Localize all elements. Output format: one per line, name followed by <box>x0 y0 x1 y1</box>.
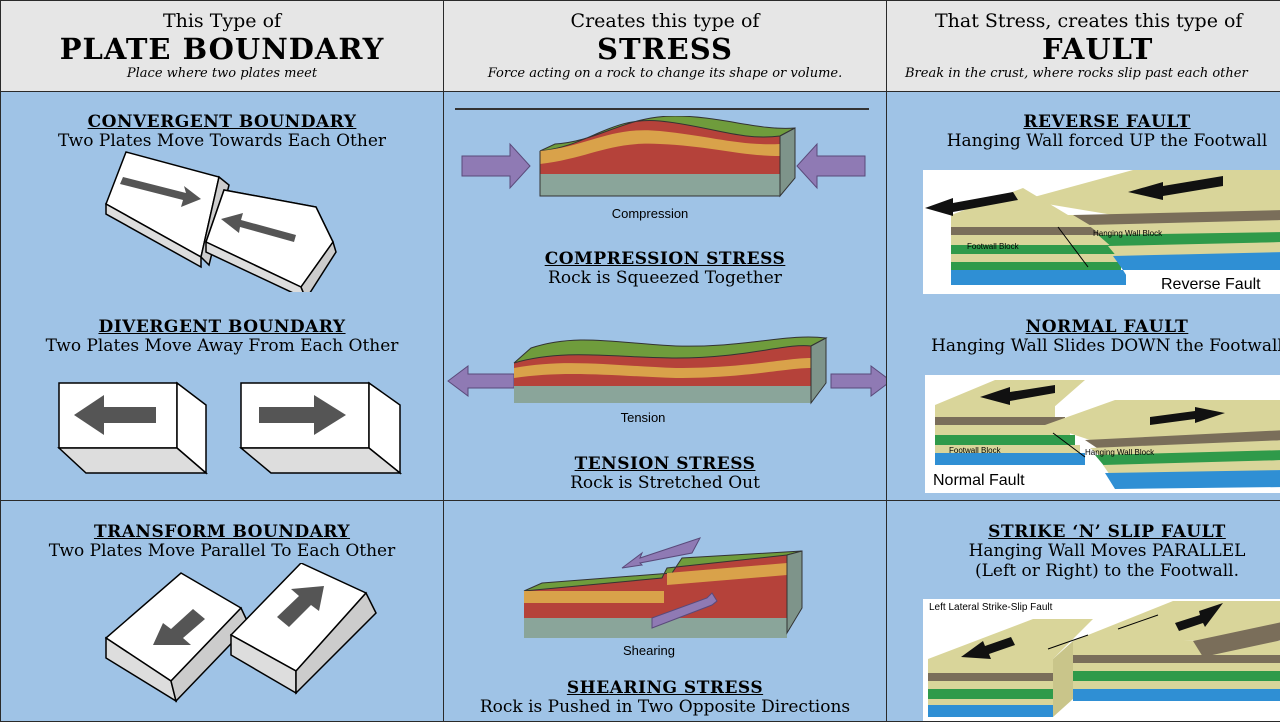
normal-fault-image-label: Normal Fault <box>933 472 1025 489</box>
divergent-blocks-illustration <box>57 381 403 475</box>
pull-arrow-left-icon <box>447 365 515 397</box>
normal-fault-title: NORMAL FAULT <box>1025 317 1189 337</box>
header-small: This Type of <box>162 10 282 32</box>
shear-arrow-bottom-icon <box>651 592 718 629</box>
header-big: PLATE BOUNDARY <box>59 32 385 66</box>
strike-slip-right-block <box>1073 601 1280 701</box>
strike-slip-arrow-down-icon <box>961 637 1015 659</box>
reverse-hanging-wall-label: Hanging Wall Block <box>1093 229 1163 238</box>
header-definition: Place where two plates meet <box>126 66 318 81</box>
divergent-desc: Two Plates Move Away From Each Other <box>45 336 399 356</box>
right-block <box>205 189 337 292</box>
compression-illustration: Compression <box>461 116 866 221</box>
normal-footwall-block <box>935 380 1085 465</box>
divergent-title: DIVERGENT BOUNDARY <box>98 317 346 337</box>
header-definition: Break in the crust, where rocks slip pas… <box>905 66 1248 81</box>
fault-cell-bottom: STRIKE ‘N’ SLIP FAULT Hanging Wall Moves… <box>886 500 1280 722</box>
shearing-rock-block <box>523 550 803 638</box>
header-stress: Creates this type of STRESS Force acting… <box>443 0 887 92</box>
strike-slip-motion-left <box>1047 634 1089 650</box>
strike-slip-arrow-up-icon <box>1175 603 1223 631</box>
fault-cell-top: REVERSE FAULT Hanging Wall forced UP the… <box>886 91 1280 501</box>
normal-hanging-wall-label: Hanging Wall Block <box>1085 448 1155 457</box>
header-plate-boundary: This Type of PLATE BOUNDARY Place where … <box>0 0 444 92</box>
normal-slip-indicator <box>1052 432 1086 458</box>
transform-desc: Two Plates Move Parallel To Each Other <box>48 541 396 561</box>
reverse-fault-image-label: Reverse Fault <box>1161 276 1261 293</box>
tension-rock-block <box>513 336 828 405</box>
reverse-slip-indicator <box>1057 226 1089 268</box>
header-small: Creates this type of <box>570 10 760 32</box>
normal-fault-desc: Hanging Wall Slides DOWN the Footwall <box>931 336 1280 356</box>
shearing-image-label: Shearing <box>623 643 675 658</box>
normal-footwall-label: Footwall Block <box>949 446 1002 455</box>
reverse-fault-title: REVERSE FAULT <box>1023 112 1191 132</box>
header-big: FAULT <box>1042 32 1154 66</box>
reverse-arrow-right-icon <box>1128 176 1223 200</box>
convergent-blocks-illustration <box>105 151 337 292</box>
shearing-title: SHEARING STRESS <box>566 678 764 698</box>
strike-slip-image-label: Left Lateral Strike-Slip Fault <box>929 602 1053 613</box>
right-block <box>229 563 377 695</box>
compression-title: COMPRESSION STRESS <box>544 249 786 269</box>
compression-desc: Rock is Squeezed Together <box>548 268 782 288</box>
header-big: STRESS <box>597 32 733 66</box>
normal-arrow-left-icon <box>980 385 1055 405</box>
left-block <box>57 381 209 475</box>
compression-rock-block <box>539 116 796 198</box>
strike-slip-title: STRIKE ‘N’ SLIP FAULT <box>988 522 1226 542</box>
convergent-title: CONVERGENT BOUNDARY <box>87 112 357 132</box>
header-fault: That Stress, creates this type of FAULT … <box>886 0 1280 92</box>
separator-line <box>455 108 869 110</box>
push-arrow-right-icon <box>796 142 866 190</box>
boundary-cell-bottom: TRANSFORM BOUNDARY Two Plates Move Paral… <box>0 500 444 722</box>
tension-image-label: Tension <box>621 410 666 425</box>
strike-slip-desc-line1: Hanging Wall Moves PARALLEL <box>968 541 1246 561</box>
header-definition: Force acting on a rock to change its sha… <box>487 66 843 81</box>
push-arrow-left-icon <box>461 142 531 190</box>
normal-hanging-wall-block <box>1045 400 1280 489</box>
stress-cell-top: Compression COMPRESSION STRESS Rock is S… <box>443 91 887 501</box>
stress-cell-bottom: Shearing SHEARING STRESS Rock is Pushed … <box>443 500 887 722</box>
normal-arrow-right-icon <box>1150 407 1225 425</box>
right-block <box>238 381 403 475</box>
shearing-illustration: Shearing <box>523 537 803 658</box>
convergent-desc: Two Plates Move Towards Each Other <box>57 131 387 151</box>
shear-arrow-top-icon <box>621 537 702 569</box>
left-block <box>104 572 250 703</box>
transform-title: TRANSFORM BOUNDARY <box>93 522 351 542</box>
reverse-arrow-left-icon <box>925 192 1018 216</box>
tension-illustration: Tension <box>447 336 886 425</box>
tension-desc: Rock is Stretched Out <box>570 473 760 493</box>
strike-slip-illustration: Left Lateral Strike-Slip Fault <box>923 599 1280 721</box>
pull-arrow-right-icon <box>830 365 886 397</box>
reverse-footwall-label: Footwall Block <box>967 242 1020 251</box>
compression-image-label: Compression <box>612 206 689 221</box>
strike-slip-desc-line2: (Left or Right) to the Footwall. <box>974 561 1240 581</box>
transform-blocks-illustration <box>104 563 377 703</box>
normal-fault-illustration: Footwall Block Hanging Wall Block Normal… <box>925 375 1280 493</box>
tension-title: TENSION STRESS <box>574 454 756 474</box>
strike-slip-left-block <box>928 619 1093 717</box>
strike-slip-motion-right <box>1117 614 1159 630</box>
reverse-fault-illustration: Hanging Wall Block Footwall Block Revers… <box>923 170 1280 294</box>
header-small: That Stress, creates this type of <box>935 10 1243 32</box>
boundary-cell-top: CONVERGENT BOUNDARY Two Plates Move Towa… <box>0 91 444 501</box>
reverse-fault-desc: Hanging Wall forced UP the Footwall <box>946 131 1268 151</box>
shearing-desc: Rock is Pushed in Two Opposite Direction… <box>479 697 851 717</box>
